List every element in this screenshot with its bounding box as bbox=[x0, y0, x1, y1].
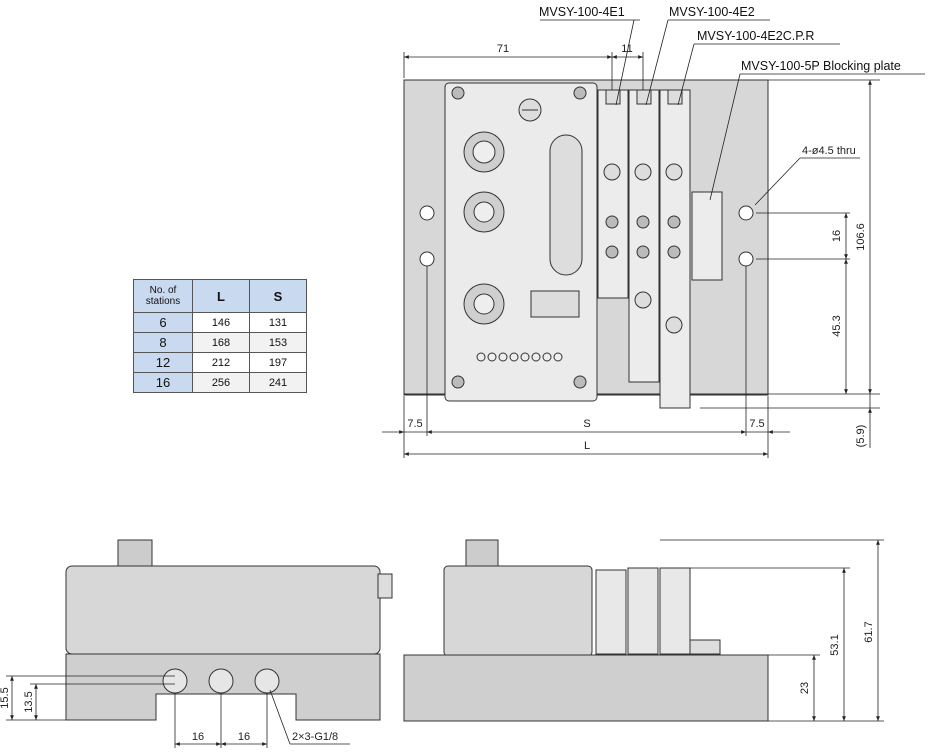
front-view-housing bbox=[65, 565, 381, 655]
stations-cell: 6 bbox=[133, 312, 193, 333]
dim-7-5-right: 7.5 bbox=[749, 418, 764, 430]
front-view-dimension-lines bbox=[6, 675, 350, 748]
blocking-plate bbox=[691, 191, 723, 281]
dim-5-9: (5.9) bbox=[855, 425, 867, 448]
dim-23: 23 bbox=[799, 682, 811, 694]
side-view bbox=[403, 539, 769, 722]
front-view bbox=[65, 539, 393, 721]
mounting-holes bbox=[419, 205, 754, 267]
l-cell: 212 bbox=[192, 352, 250, 373]
side-view-valve-1 bbox=[595, 569, 627, 655]
led-row bbox=[476, 352, 563, 362]
dim-45-3: 45.3 bbox=[831, 315, 843, 336]
dim-106-6: 106.6 bbox=[855, 223, 867, 251]
s-cell: 131 bbox=[249, 312, 307, 333]
top-view-dimension-lines bbox=[382, 19, 925, 458]
dim-53-1: 53.1 bbox=[829, 634, 841, 655]
l-cell: 168 bbox=[192, 332, 250, 353]
top-view bbox=[403, 79, 769, 409]
status-window bbox=[549, 134, 583, 276]
side-view-dimension-lines bbox=[660, 539, 884, 722]
s-cell: 153 bbox=[249, 332, 307, 353]
dim-16-right: 16 bbox=[238, 731, 250, 743]
dim-11: 11 bbox=[621, 43, 632, 55]
side-view-valve-2 bbox=[627, 567, 659, 655]
callout-port-thread: 2×3-G1/8 bbox=[292, 731, 338, 743]
callout-thru-holes: 4-ø4.5 thru bbox=[802, 145, 856, 157]
corner-screws bbox=[451, 86, 587, 389]
dim-16-left: 16 bbox=[192, 731, 204, 743]
s-cell: 197 bbox=[249, 352, 307, 373]
dim-16-vertical: 16 bbox=[831, 230, 843, 242]
l-cell: 146 bbox=[192, 312, 250, 333]
callout-mvsy-4e2: MVSY-100-4E2 bbox=[669, 5, 755, 19]
table-row: 12 212 197 bbox=[133, 352, 307, 373]
header-stations: No. of stations bbox=[133, 279, 193, 313]
side-view-base bbox=[403, 654, 769, 722]
callout-mvsy-4e2cpr: MVSY-100-4E2C.P.R bbox=[697, 29, 814, 43]
table-row: 16 256 241 bbox=[133, 372, 307, 393]
dimension-table: No. of stations L S 6 146 131 8 168 153 … bbox=[133, 279, 307, 393]
stations-cell: 8 bbox=[133, 332, 193, 353]
stations-cell: 12 bbox=[133, 352, 193, 373]
header-l: L bbox=[192, 279, 250, 313]
callout-mvsy-4e1: MVSY-100-4E1 bbox=[539, 5, 625, 19]
dim-15-5: 15.5 bbox=[0, 687, 11, 708]
side-view-connector bbox=[465, 539, 499, 567]
table-header-row: No. of stations L S bbox=[133, 279, 307, 313]
dim-s: S bbox=[583, 418, 590, 430]
front-view-ports bbox=[162, 668, 280, 694]
valve-stations bbox=[597, 89, 691, 409]
side-view-housing bbox=[443, 565, 593, 657]
dim-71: 71 bbox=[497, 43, 509, 55]
dim-7-5-left: 7.5 bbox=[407, 418, 422, 430]
table-row: 8 168 153 bbox=[133, 332, 307, 353]
header-s: S bbox=[249, 279, 307, 313]
dim-l: L bbox=[584, 440, 590, 452]
table-row: 6 146 131 bbox=[133, 312, 307, 333]
front-view-connector bbox=[117, 539, 153, 567]
dim-13-5: 13.5 bbox=[23, 691, 35, 712]
dim-61-7: 61.7 bbox=[863, 621, 875, 642]
side-view-valve-3 bbox=[659, 567, 691, 655]
valve-station-2 bbox=[628, 89, 660, 383]
s-cell: 241 bbox=[249, 372, 307, 393]
valve-station-1 bbox=[597, 89, 629, 299]
l-cell: 256 bbox=[192, 372, 250, 393]
callout-blocking-plate: MVSY-100-5P Blocking plate bbox=[741, 59, 901, 73]
stations-cell: 16 bbox=[133, 372, 193, 393]
